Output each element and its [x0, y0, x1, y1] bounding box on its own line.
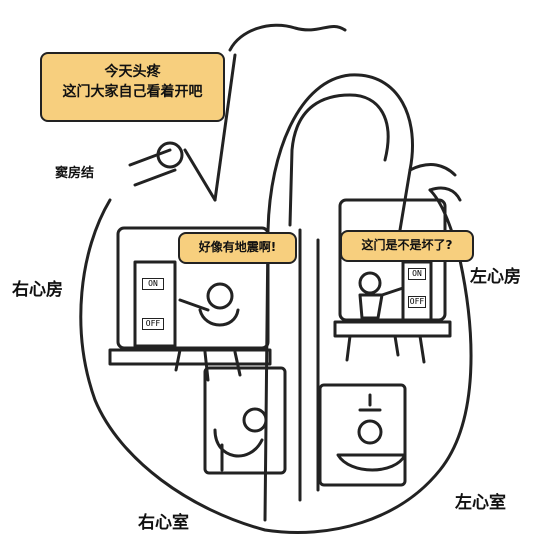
left-atrium-speech: 这门是不是坏了?: [361, 238, 453, 252]
aorta: [263, 73, 414, 522]
label-sa-node: 窦房结: [55, 166, 95, 181]
label-left-atrium: 左心房: [470, 267, 521, 287]
figure-left-atrium: [358, 271, 382, 295]
right-atrium-off-switch: OFF: [142, 318, 164, 330]
septum: [298, 228, 320, 502]
label-right-atrium: 右心房: [12, 280, 63, 300]
vena-cava: [128, 148, 217, 202]
label-right-ventricle: 右心室: [138, 513, 189, 533]
figure-sa-node: [156, 141, 184, 169]
right-atrium-speech: 好像有地震啊!: [198, 240, 277, 254]
figure-right-ventricle: [242, 407, 268, 433]
left-ventricle-room: [318, 383, 407, 487]
right-ventricle-room: [203, 366, 287, 475]
label-left-ventricle: 左心室: [455, 493, 506, 513]
right-atrium-speech-bubble: 好像有地震啊!: [178, 232, 297, 264]
figure-right-atrium: [206, 282, 234, 310]
left-atrium-on-switch: ON: [408, 268, 426, 280]
sa-node-speech-line2: 这门大家自己看着开吧: [62, 84, 203, 100]
pulmonary-artery: [228, 23, 347, 52]
left-atrium-speech-bubble: 这门是不是坏了?: [340, 230, 474, 262]
sa-node-speech-bubble: 今天头疼 这门大家自己看着开吧: [40, 52, 225, 122]
right-atrium-on-switch: ON: [142, 278, 164, 290]
sa-node-speech-line1: 今天头疼: [104, 64, 161, 80]
heart-outline: [79, 188, 473, 534]
figure-left-ventricle: [357, 419, 383, 445]
right-atrium-door: [133, 260, 177, 348]
left-atrium-off-switch: OFF: [408, 296, 426, 308]
right-atrium-room: [116, 226, 270, 350]
